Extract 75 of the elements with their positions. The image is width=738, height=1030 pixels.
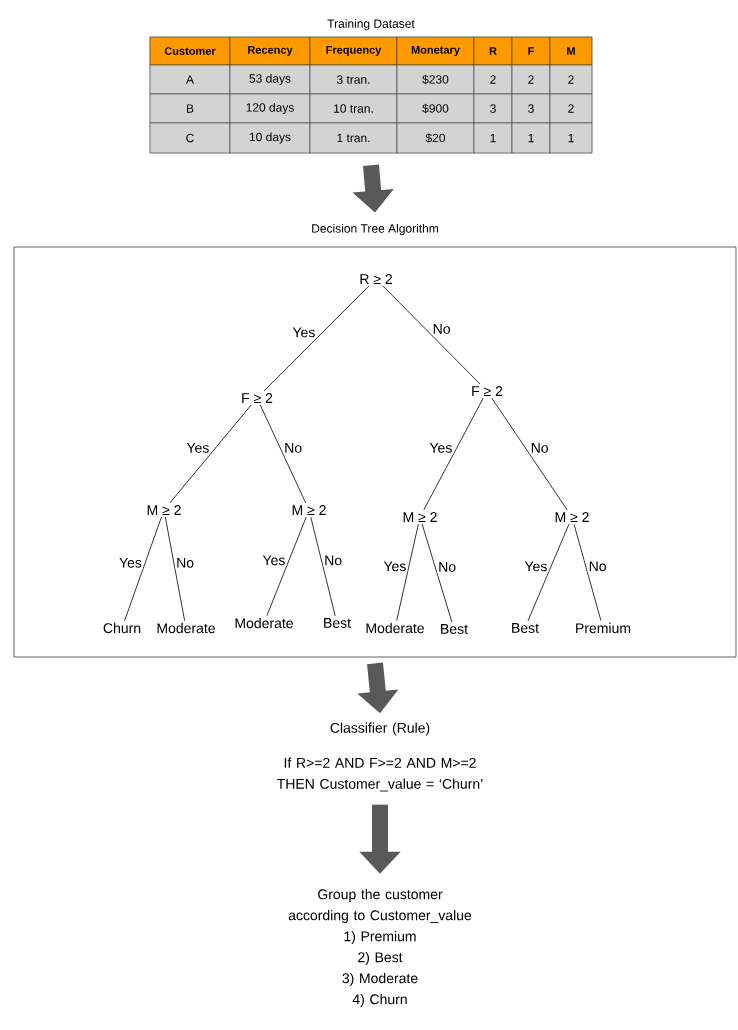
table-cell: 2: [511, 64, 551, 95]
branch-line: [259, 404, 307, 504]
decision-label: F ≥ 2: [472, 386, 503, 396]
leaf-label: Churn: [103, 622, 141, 634]
branch-line: [164, 516, 186, 622]
branch-line: [263, 285, 370, 392]
edge-label: No: [587, 560, 608, 573]
table-cell: $230: [396, 64, 475, 95]
table-cell: $900: [396, 93, 475, 124]
table-cell: A: [149, 64, 231, 95]
leaf-label: Premium: [576, 622, 631, 634]
leaf-label: Best: [441, 624, 468, 634]
branch-line: [491, 397, 568, 511]
table-cell: 10 tran.: [309, 93, 398, 124]
branch-line: [124, 516, 162, 622]
decision-label: R ≥ 2: [360, 274, 392, 284]
edge-label: No: [437, 561, 458, 573]
header-cell: M: [549, 36, 593, 66]
rule-text: Classifier (Rule) If R>=2 AND F>=2 AND M>=2 THEN Customer_value = ‘Churn’: [277, 722, 483, 792]
table-cell: 3: [473, 93, 513, 124]
branch-line: [169, 404, 252, 504]
leaf-label: Moderate: [366, 622, 424, 634]
table-cell: 1: [473, 122, 513, 154]
table-cell: 10 days: [229, 122, 311, 154]
leaf-label: Moderate: [157, 622, 215, 634]
decision-label: M ≥ 2: [292, 505, 326, 515]
leaf-label: Best: [512, 623, 539, 633]
table-cell: 2: [473, 64, 513, 95]
edge-label: Yes: [382, 560, 408, 573]
edge-label: No: [175, 556, 196, 569]
table-cell: 2: [549, 93, 593, 124]
edge-label: No: [431, 323, 452, 335]
header-cell: R: [473, 36, 513, 66]
result-text: Group the customer according to Customer_value 1) Premium 2) Best 3) Moderate 4) Churn: [288, 889, 472, 1008]
table-cell: 1: [549, 122, 593, 154]
decision-label: M ≥ 2: [147, 505, 181, 515]
branch-line: [423, 397, 484, 511]
branch-line: [266, 516, 307, 617]
decision-label: F ≥ 2: [242, 393, 273, 403]
table-cell: 1: [511, 122, 551, 154]
leaf-label: Moderate: [235, 617, 293, 629]
header-cell: Customer: [149, 36, 231, 66]
branch-line: [396, 523, 419, 622]
decision-label: M ≥ 2: [403, 512, 437, 522]
edge-label: Yes: [428, 442, 454, 454]
branch-line: [310, 516, 336, 617]
leaf-label: Best: [324, 618, 351, 628]
branch-line: [421, 523, 453, 623]
edge-label: No: [323, 554, 344, 567]
header-cell: Frequency: [309, 36, 398, 66]
table-cell: $20: [396, 122, 475, 154]
decision-label: M ≥ 2: [555, 512, 589, 522]
edge-label: No: [283, 442, 304, 454]
edge-label: Yes: [118, 556, 143, 569]
table-cell: 53 days: [229, 64, 311, 95]
table-cell: 3: [511, 93, 551, 124]
header-cell: F: [511, 36, 551, 66]
edge-label: Yes: [261, 554, 287, 567]
node-label: Training Dataset: [327, 19, 415, 31]
table-cell: 1 tran.: [309, 122, 398, 154]
table-cell: C: [149, 122, 231, 154]
table-cell: 2: [549, 64, 593, 95]
table-cell: 120 days: [229, 93, 311, 124]
edge-label: No: [529, 442, 550, 454]
table-cell: 3 tran.: [309, 64, 398, 95]
header-cell: Monetary: [396, 36, 475, 66]
edge-label: Yes: [291, 326, 317, 339]
table-cell: B: [149, 93, 231, 124]
branch-line: [382, 285, 481, 385]
edge-label: Yes: [185, 442, 211, 454]
node-label: Decision Tree Algorithm: [312, 223, 438, 236]
header-cell: Recency: [229, 36, 311, 66]
branch-line: [527, 523, 570, 622]
edge-label: Yes: [523, 560, 549, 573]
branch-line: [573, 523, 602, 622]
